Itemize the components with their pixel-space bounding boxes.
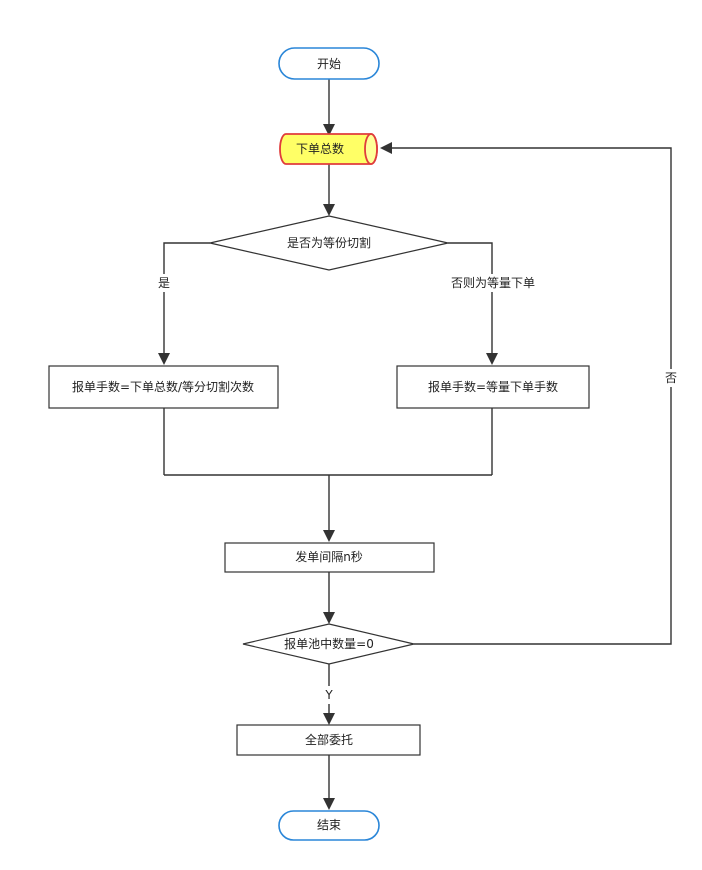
- node-pool-check: 报单池中数量=0: [242, 623, 415, 665]
- node-equal-split-decision: 是否为等份切割: [209, 215, 449, 271]
- arrowhead-equal-qty: [486, 353, 498, 365]
- edge-label-yes: 是: [158, 276, 170, 290]
- node-split-formula: 报单手数=下单总数/等分切割次数: [48, 365, 279, 409]
- send-interval-label: 发单间隔n秒: [295, 549, 363, 564]
- node-start: 开始: [278, 47, 380, 80]
- total-orders-cylinder-cap: [364, 133, 378, 165]
- arrowhead-split-formula: [158, 353, 170, 365]
- node-entrust-all: 全部委托: [236, 724, 421, 756]
- arrowhead-entrust: [323, 713, 335, 725]
- arrowhead-loop: [380, 142, 392, 154]
- node-send-interval: 发单间隔n秒: [224, 542, 435, 573]
- label-else-bg: [446, 274, 540, 292]
- arrowhead-interval: [323, 530, 335, 542]
- label-no-bg: [662, 369, 680, 387]
- arrowhead-total: [323, 124, 335, 136]
- edge-label-else-equal-qty: 否则为等量下单: [451, 276, 535, 290]
- edge-check-no-loop: [392, 147, 672, 645]
- end-shape: [278, 810, 380, 841]
- label-y-bg: [321, 686, 337, 704]
- equal-qty-formula-box: [396, 365, 590, 409]
- end-label: 结束: [317, 818, 341, 832]
- arrowhead-check: [323, 612, 335, 624]
- nodes: 开始 下单总数 是否为等份切割 报单手数=下单总数/等分切割次数 报单手数=等量…: [48, 47, 590, 841]
- start-shape: [278, 47, 380, 80]
- entrust-all-label: 全部委托: [305, 732, 353, 747]
- start-label: 开始: [317, 57, 341, 71]
- edge-decision-yes: [163, 242, 210, 353]
- equal-split-diamond: [209, 215, 449, 271]
- node-equal-qty-formula: 报单手数=等量下单手数: [396, 365, 590, 409]
- pool-check-label: 报单池中数量=0: [284, 636, 374, 651]
- arrowhead-end: [323, 798, 335, 810]
- equal-qty-formula-label: 报单手数=等量下单手数: [428, 379, 558, 394]
- split-formula-label: 报单手数=下单总数/等分切割次数: [72, 379, 254, 394]
- node-total-orders: 下单总数: [279, 133, 378, 165]
- edge-label-no: 否: [665, 371, 677, 385]
- equal-split-label: 是否为等份切割: [287, 235, 371, 250]
- connectors: [158, 79, 672, 810]
- entrust-all-box: [236, 724, 421, 756]
- arrowhead-decision: [323, 204, 335, 216]
- send-interval-box: [224, 542, 435, 573]
- split-formula-box: [48, 365, 279, 409]
- edge-decision-else: [448, 242, 493, 353]
- node-end: 结束: [278, 810, 380, 841]
- label-yes-bg: [156, 274, 172, 292]
- edge-labels: 是 否则为等量下单 否 Y: [156, 274, 680, 704]
- total-orders-label: 下单总数: [296, 141, 344, 156]
- pool-check-diamond: [242, 623, 415, 665]
- edge-label-y: Y: [324, 688, 333, 702]
